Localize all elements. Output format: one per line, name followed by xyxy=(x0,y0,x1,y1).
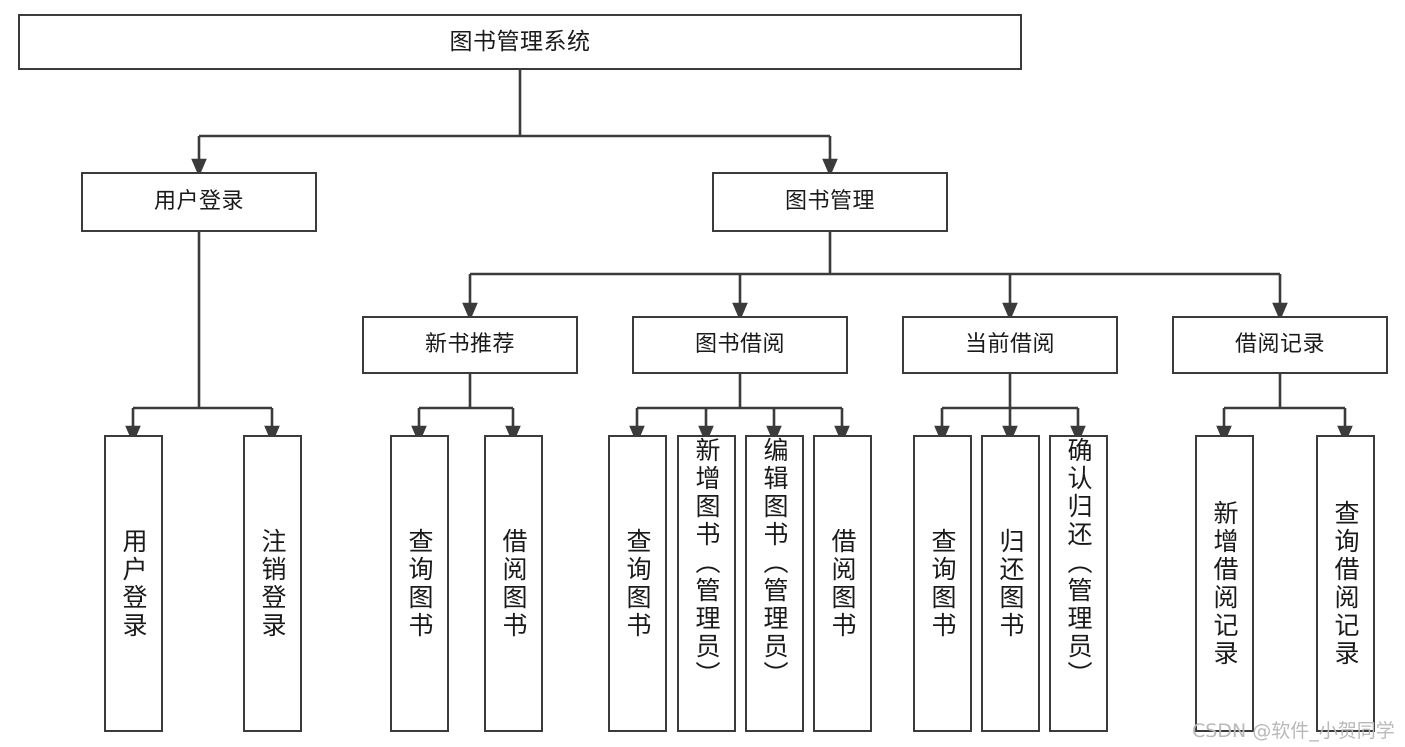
node-label: 图书借阅 xyxy=(694,332,785,358)
node-new-book-recommend[interactable]: 新书推荐 xyxy=(362,316,578,374)
node-label: 借阅记录 xyxy=(1234,332,1325,358)
node-label: 查询图书 xyxy=(623,527,652,640)
node-label: 借阅图书 xyxy=(828,527,857,640)
node-book-management[interactable]: 图书管理 xyxy=(712,172,948,232)
node-book-borrow[interactable]: 图书借阅 xyxy=(632,316,848,374)
node-borrow-record[interactable]: 借阅记录 xyxy=(1172,316,1388,374)
node-label: 编辑图书（管理员） xyxy=(760,437,789,689)
leaf-query-book-recommend[interactable]: 查询图书 xyxy=(390,435,449,732)
node-label: 查询图书 xyxy=(928,527,957,640)
leaf-add-book-admin[interactable]: 新增图书（管理员） xyxy=(677,435,736,732)
node-label: 归还图书 xyxy=(996,527,1025,640)
leaf-edit-book-admin[interactable]: 编辑图书（管理员） xyxy=(745,435,804,732)
edge-group-root xyxy=(191,70,838,177)
edge-group-book-management xyxy=(462,232,1288,321)
leaf-add-borrow-record[interactable]: 新增借阅记录 xyxy=(1195,435,1254,732)
leaf-query-borrow-record[interactable]: 查询借阅记录 xyxy=(1316,435,1375,732)
edge-group-user-login xyxy=(125,232,280,444)
node-label: 用户登录 xyxy=(119,527,148,640)
node-label: 新增图书（管理员） xyxy=(692,437,721,689)
node-label: 图书管理系统 xyxy=(449,28,591,55)
leaf-user-login[interactable]: 用户登录 xyxy=(104,435,163,732)
leaf-borrow-book-recommend[interactable]: 借阅图书 xyxy=(484,435,543,732)
leaf-query-book-borrow[interactable]: 查询图书 xyxy=(608,435,667,732)
node-label: 查询借阅记录 xyxy=(1331,499,1360,668)
node-label: 当前借阅 xyxy=(964,332,1055,358)
node-label: 新书推荐 xyxy=(424,332,515,358)
edge-group-book-borrow xyxy=(629,374,850,444)
edge-group-borrow-record xyxy=(1216,374,1353,444)
edge-group-new-book-recommend xyxy=(411,374,521,444)
node-user-login[interactable]: 用户登录 xyxy=(81,172,317,232)
node-label: 借阅图书 xyxy=(499,527,528,640)
leaf-borrow-book[interactable]: 借阅图书 xyxy=(813,435,872,732)
leaf-logout-login[interactable]: 注销登录 xyxy=(243,435,302,732)
node-label: 图书管理 xyxy=(784,189,875,215)
edge-group-current-borrow xyxy=(934,374,1086,444)
node-label: 新增借阅记录 xyxy=(1210,499,1239,668)
node-label: 用户登录 xyxy=(153,189,244,215)
leaf-confirm-return-admin[interactable]: 确认归还（管理员） xyxy=(1049,435,1108,732)
leaf-query-book-current[interactable]: 查询图书 xyxy=(913,435,972,732)
node-label: 确认归还（管理员） xyxy=(1064,437,1093,689)
node-current-borrow[interactable]: 当前借阅 xyxy=(902,316,1118,374)
node-label: 查询图书 xyxy=(405,527,434,640)
node-root-system[interactable]: 图书管理系统 xyxy=(18,14,1022,70)
node-label: 注销登录 xyxy=(258,527,287,640)
leaf-return-book[interactable]: 归还图书 xyxy=(981,435,1040,732)
